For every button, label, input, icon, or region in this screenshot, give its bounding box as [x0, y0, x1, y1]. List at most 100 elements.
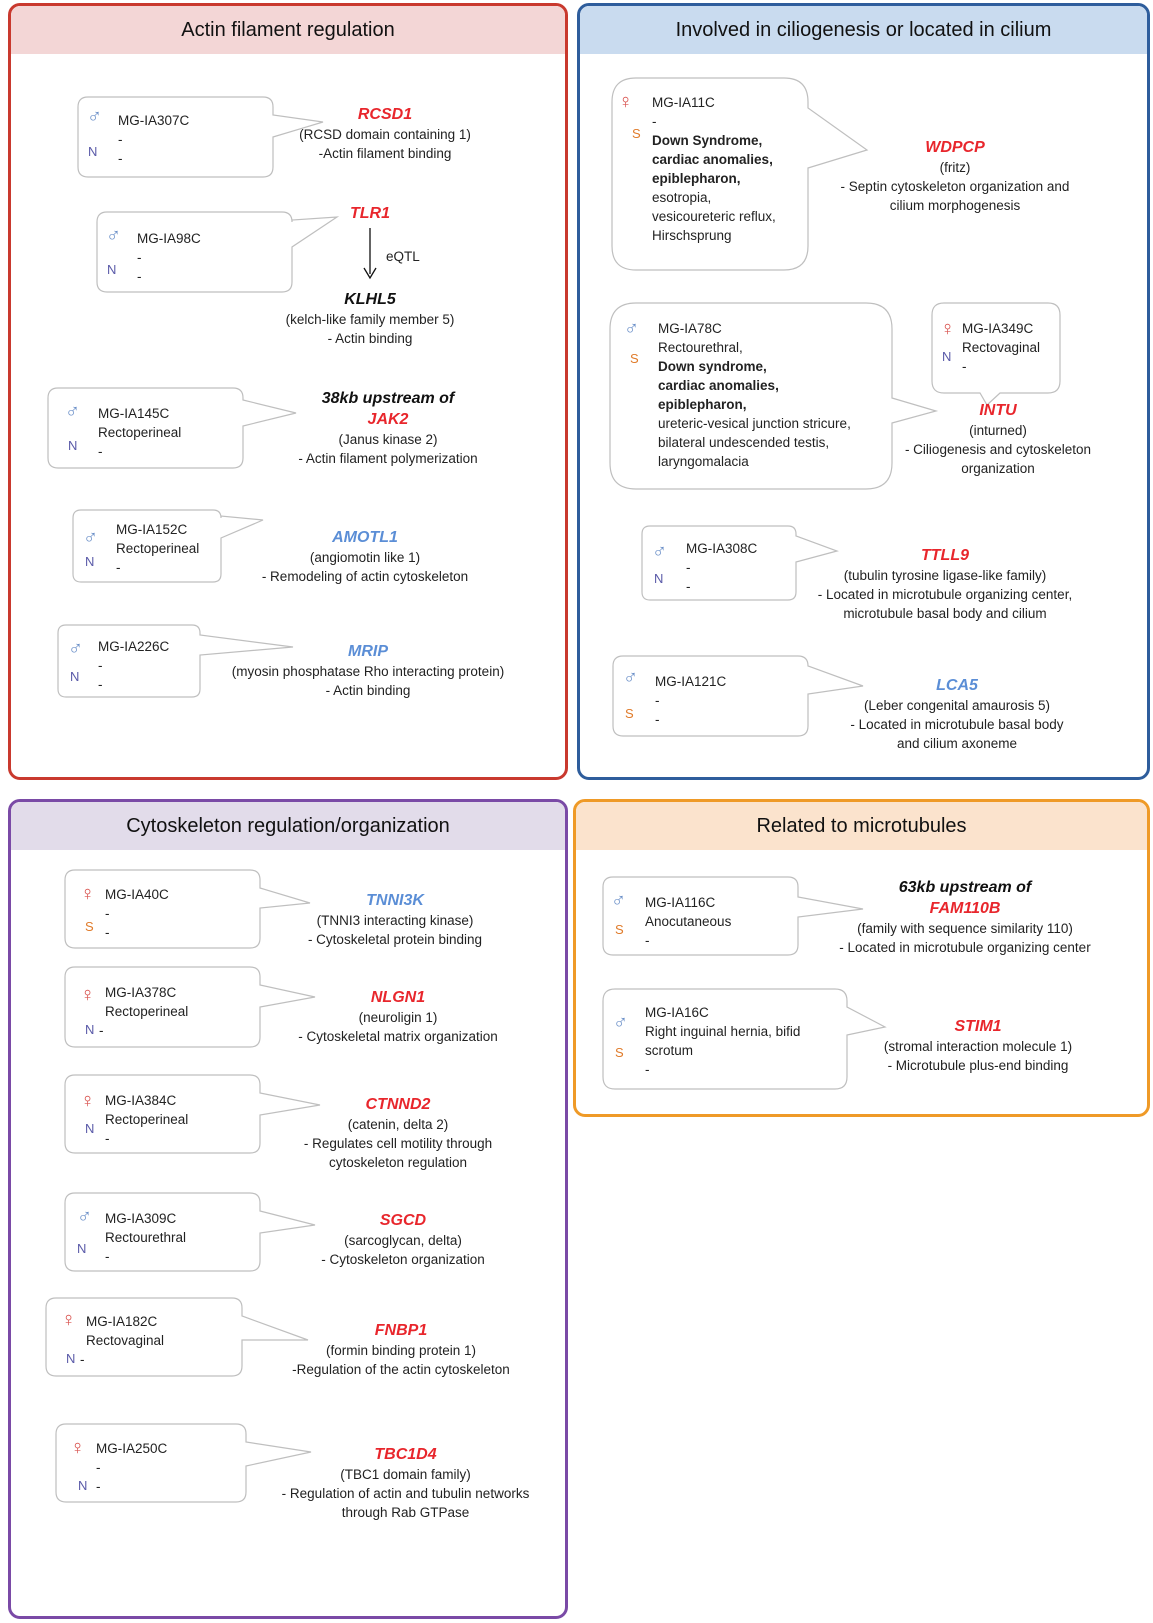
gene-block: WDPCP (fritz) - Septin cytoskeleton orga…: [820, 137, 1090, 215]
gene-block: KLHL5 (kelch-like family member 5) - Act…: [260, 289, 480, 348]
phenotype-line: Anocutaneous: [645, 914, 732, 929]
phenotype-line: scrotum: [645, 1043, 694, 1058]
phenotype-line: Rectourethral,: [658, 340, 743, 355]
gene-block: CTNND2 (catenin, delta 2) - Regulates ce…: [278, 1094, 518, 1172]
flag-s: S: [615, 922, 624, 937]
callout-shape: [45, 1297, 309, 1377]
gene-desc: - Regulates cell motility through: [303, 1136, 493, 1151]
gene-desc: (fritz): [939, 160, 971, 175]
phenotype-line: -: [118, 132, 123, 147]
phenotype-line: -: [116, 560, 121, 575]
phenotype-line: Hirschsprung: [652, 228, 732, 243]
gene-block: AMOTL1 (angiomotin like 1) - Remodeling …: [240, 527, 490, 586]
patient-bubble: ♀ MG-IA250C - N -: [55, 1423, 326, 1503]
gene-name: STIM1: [954, 1018, 1002, 1035]
flag-n: N: [85, 1121, 95, 1136]
phenotype-line: -: [98, 677, 103, 692]
gene-name: FAM110B: [929, 900, 1001, 917]
gene-block: LCA5 (Leber congenital amaurosis 5) - Lo…: [827, 675, 1087, 753]
patient-bubble: ♂ MG-IA152C Rectoperineal N -: [72, 509, 313, 583]
patient-id: MG-IA16C: [645, 1005, 709, 1020]
male-icon: ♂: [77, 1206, 92, 1228]
patient-id: MG-IA152C: [116, 522, 188, 537]
gene-desc: - Located in microtubule basal body: [850, 717, 1064, 732]
gene-desc: (sarcoglycan, delta): [344, 1233, 462, 1248]
gene-name: TNNI3K: [366, 892, 424, 909]
patient-bubble: ♀ MG-IA11C - S Down Syndrome, cardiac an…: [611, 77, 872, 271]
phenotype-line: laryngomalacia: [658, 454, 749, 469]
patient-id: MG-IA307C: [118, 113, 190, 128]
male-icon: ♂: [65, 401, 80, 423]
patient-id: MG-IA250C: [96, 1441, 168, 1456]
gene-desc: (family with sequence similarity 110): [857, 921, 1073, 936]
gene-desc: (TNNI3 interacting kinase): [316, 913, 474, 928]
gene-block: TNNI3K (TNNI3 interacting kinase) - Cyto…: [275, 890, 515, 949]
patient-bubble: ♂ MG-IA307C - N -: [77, 96, 324, 178]
flag-n: N: [654, 571, 664, 586]
flag-n: N: [942, 349, 952, 364]
phenotype-line: -: [98, 444, 103, 459]
gene-desc: - Actin binding: [325, 683, 411, 698]
flag-n: N: [85, 1022, 95, 1037]
gene-name: KLHL5: [344, 291, 396, 308]
gene-block: TTLL9 (tubulin tyrosine ligase-like fami…: [800, 545, 1090, 623]
patient-bubble: ♂ MG-IA16C Right inguinal hernia, bifid …: [602, 988, 893, 1090]
gene-block: RCSD1 (RCSD domain containing 1) -Actin …: [275, 104, 495, 163]
panel-title: Actin filament regulation: [11, 6, 565, 54]
flag-s: S: [615, 1045, 624, 1060]
gene-name: NLGN1: [370, 989, 426, 1006]
flag-n: N: [88, 144, 98, 159]
gene-desc: - Actin filament polymerization: [298, 451, 478, 466]
gene-desc: - Microtubule plus-end binding: [887, 1058, 1069, 1073]
male-icon: ♂: [623, 667, 638, 689]
flag-n: N: [66, 1351, 76, 1366]
female-icon: ♀: [618, 91, 633, 113]
phenotype-line: -: [655, 712, 660, 727]
callout-shape: [96, 211, 340, 293]
phenotype-line: -: [645, 1062, 650, 1077]
phenotype-line: epiblepharon,: [658, 397, 747, 412]
phenotype-line: vesicoureteric reflux,: [652, 209, 776, 224]
patient-bubble: ♂ MG-IA309C Rectourethral N -: [64, 1192, 325, 1272]
gene-name: MRIP: [348, 643, 388, 660]
gene-desc: - Cytoskeleton organization: [321, 1252, 485, 1267]
phenotype-line: -: [655, 693, 660, 708]
gene-block: STIM1 (stromal interaction molecule 1) -…: [848, 1016, 1108, 1075]
phenotype-line: Rectovaginal: [962, 340, 1041, 355]
flag-n: N: [77, 1241, 87, 1256]
gene-block: TLR1: [330, 203, 410, 224]
phenotype-line: -: [105, 1249, 110, 1264]
gene-desc: (Janus kinase 2): [338, 432, 438, 447]
gene-desc: (kelch-like family member 5): [285, 312, 455, 327]
gene-desc: - Located in microtubule organizing cent…: [817, 587, 1073, 602]
patient-bubble: ♂ MG-IA121C - S -: [612, 655, 873, 737]
phenotype-line: -: [96, 1479, 101, 1494]
phenotype-line: Rectoperineal: [98, 425, 182, 440]
gene-desc: - Cytoskeletal matrix organization: [298, 1029, 498, 1044]
gene-name: RCSD1: [357, 106, 413, 123]
phenotype-line: -: [98, 658, 103, 673]
patient-id: MG-IA309C: [105, 1211, 177, 1226]
gene-desc: (TBC1 domain family): [340, 1467, 471, 1482]
panel-title: Cytoskeleton regulation/organization: [11, 802, 565, 850]
flag-n: N: [107, 262, 117, 277]
phenotype-line: -: [80, 1352, 85, 1367]
phenotype-line: Rectoperineal: [105, 1004, 189, 1019]
gene-desc: (tubulin tyrosine ligase-like family): [843, 568, 1047, 583]
phenotype-line: -: [686, 560, 691, 575]
patient-bubble: ♀ MG-IA349C Rectovaginal N -: [931, 302, 1062, 406]
callout-shape: [57, 624, 294, 698]
phenotype-line: -: [686, 579, 691, 594]
gene-desc: cytoskeleton regulation: [328, 1155, 468, 1170]
callout-shape: [55, 1423, 312, 1503]
gene-desc: (Leber congenital amaurosis 5): [863, 698, 1051, 713]
gene-name: TLR1: [350, 205, 390, 222]
female-icon: ♀: [80, 1090, 95, 1112]
patient-id: MG-IA308C: [686, 541, 758, 556]
panel-title: Involved in ciliogenesis or located in c…: [580, 6, 1147, 54]
gene-name: TTLL9: [921, 547, 969, 564]
gene-block: MRIP (myosin phosphatase Rho interacting…: [213, 641, 523, 700]
flag-n: N: [85, 554, 95, 569]
patient-id: MG-IA116C: [645, 895, 716, 910]
gene-desc: - Ciliogenesis and cytoskeleton: [904, 442, 1092, 457]
